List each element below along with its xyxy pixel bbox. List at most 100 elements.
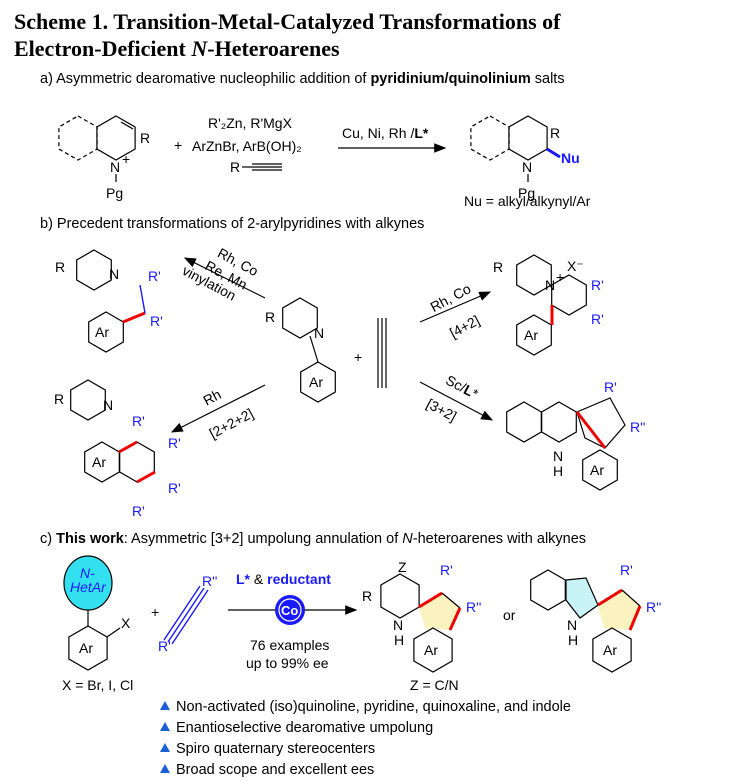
svg-text:Pg: Pg [106, 185, 123, 201]
z-definition: Z = C/N [410, 677, 459, 693]
arrow-3-2 [419, 381, 494, 421]
svg-text:N: N [567, 617, 577, 633]
svg-text:R': R' [591, 277, 604, 293]
vinylation-product: R N Ar R' R' [55, 249, 163, 353]
bullet-item: Non-activated (iso)quinoline, pyridine, … [176, 699, 571, 715]
svg-text:Ar: Ar [424, 642, 438, 658]
plus-sign: + [354, 349, 362, 365]
svg-text:N-: N- [80, 565, 95, 581]
ring [592, 627, 632, 673]
annulation-4-2-conditions: Rh, Co [4+2] [427, 280, 482, 341]
nu-definition: Nu = alkyl/alkynyl/Ar [464, 193, 591, 209]
spiro-product-indoline: N H R' R'' Ar [530, 562, 661, 673]
ring [70, 379, 106, 421]
arylpyridine-substrate: R N Ar [265, 297, 336, 403]
svg-text:Rh: Rh [200, 386, 223, 409]
ring [582, 449, 618, 491]
ring [551, 274, 587, 316]
svg-text:R'': R'' [466, 599, 481, 615]
ring [58, 115, 98, 161]
dihydroquinoline-product: R Nu N Pg [470, 115, 580, 201]
svg-text:N: N [110, 159, 120, 175]
ring [282, 297, 318, 339]
bullet-icon [160, 722, 170, 731]
ring [96, 115, 136, 161]
svg-text:HetAr: HetAr [70, 579, 107, 595]
svg-text:Ar: Ar [309, 374, 323, 390]
conditions-c: L* & reductant [236, 571, 331, 587]
section-b-label: b) Precedent transformations of 2-arylpy… [40, 216, 424, 232]
svg-text:N: N [109, 266, 119, 282]
bullet-icon [160, 764, 170, 773]
svg-text:Z: Z [398, 559, 407, 575]
scheme-title-line2: Electron-Deficient N-Heteroarenes [14, 36, 340, 61]
svg-text:Rh, Co: Rh, Co [427, 280, 473, 315]
svg-text:Ar: Ar [79, 640, 93, 656]
svg-text:Ar: Ar [590, 462, 604, 478]
svg-text:R': R' [132, 413, 145, 429]
annulation-2-2-2-product: R N Ar R' R' R' R' [54, 379, 181, 519]
svg-text:Pg: Pg [518, 185, 535, 201]
annulation-2-2-2-conditions: Rh [2+2+2] [200, 386, 256, 441]
ring [76, 249, 112, 291]
svg-text:R': R' [150, 313, 163, 329]
svg-text:R: R [362, 588, 372, 604]
aryl-halide-substrate: N- HetAr X Ar [63, 555, 131, 671]
svg-text:H: H [568, 632, 578, 648]
svg-text:R': R' [591, 311, 604, 327]
svg-text:X: X [121, 615, 131, 631]
svg-text:H: H [553, 463, 563, 479]
svg-text:H: H [394, 632, 404, 648]
svg-text:R: R [140, 130, 150, 146]
bullet-item: Enantioselective dearomative umpolung [176, 720, 433, 736]
ring [516, 254, 552, 296]
svg-text:[4+2]: [4+2] [447, 312, 482, 341]
alkyne-reagent: R'' R' [158, 573, 217, 654]
ring [508, 115, 548, 161]
svg-text:R': R' [148, 268, 161, 284]
svg-text:Nu: Nu [561, 150, 580, 166]
svg-text:Co: Co [281, 603, 298, 618]
svg-text:Ar: Ar [524, 327, 538, 343]
reagent-organozinc: R'₂Zn, R'MgX [208, 115, 293, 131]
svg-text:R': R' [440, 562, 453, 578]
svg-text:+: + [122, 151, 130, 167]
svg-text:R: R [550, 125, 560, 141]
reagent-aryl: ArZnBr, ArB(OH)₂ [192, 138, 302, 154]
svg-text:Ar: Ar [95, 324, 109, 340]
svg-text:Ar: Ar [92, 454, 106, 470]
ring [413, 627, 453, 673]
ring [380, 573, 420, 619]
svg-text:X⁻: X⁻ [567, 258, 584, 274]
annulation-3-2-product: N H R' R'' Ar [506, 379, 645, 491]
svg-text:R': R' [168, 480, 181, 496]
section-c-label: c) This work: Asymmetric [3+2] umpolung … [40, 531, 586, 547]
svg-text:N: N [545, 277, 555, 293]
bullet-icon [160, 743, 170, 752]
alkyne [377, 318, 387, 388]
svg-text:N: N [522, 159, 532, 175]
svg-text:R'': R'' [630, 419, 645, 435]
arrow-2-2-2 [170, 384, 266, 433]
svg-text:N: N [314, 325, 324, 341]
ring [541, 401, 577, 443]
examples-count: 76 examples [250, 637, 329, 653]
svg-text:R: R [493, 259, 503, 275]
feature-bullets: Non-activated (iso)quinoline, pyridine, … [160, 699, 571, 778]
svg-text:R': R' [604, 379, 617, 395]
bullet-item: Spiro quaternary stereocenters [176, 741, 375, 757]
or-text: or [503, 607, 516, 623]
annulation-4-2-product: R N + X⁻ R' R' Ar [493, 254, 604, 356]
svg-text:R': R' [132, 503, 145, 519]
ring [470, 115, 510, 161]
svg-text:Ar: Ar [603, 642, 617, 658]
svg-text:R'': R'' [202, 573, 217, 589]
arrow-vinylation [183, 257, 266, 299]
plus-sign: + [174, 137, 182, 153]
svg-text:R': R' [158, 638, 171, 654]
svg-text:R: R [55, 259, 65, 275]
cobalt-catalyst: Co [275, 595, 305, 625]
svg-text:N: N [103, 397, 113, 413]
svg-text:R: R [54, 391, 64, 407]
